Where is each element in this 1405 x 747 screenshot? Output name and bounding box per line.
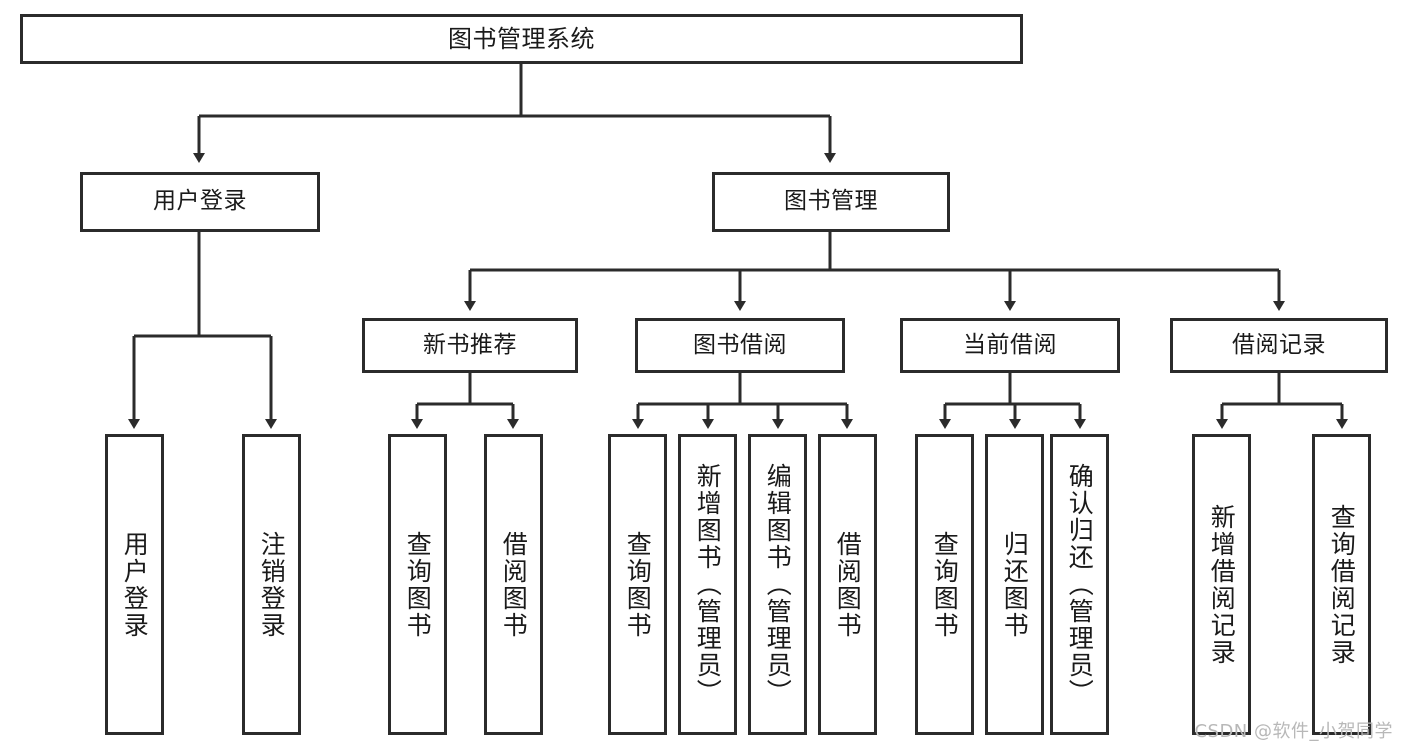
leaf-user-login-signout[interactable]: 注销登录 [242, 434, 301, 735]
leaf-label: 查询图书 [403, 530, 433, 639]
leaf-current-query-book[interactable]: 查询图书 [915, 434, 974, 735]
node-book-borrow[interactable]: 图书借阅 [635, 318, 845, 373]
leaf-borrow-borrow-book[interactable]: 借阅图书 [818, 434, 877, 735]
node-new-book-recommend[interactable]: 新书推荐 [362, 318, 578, 373]
node-user-login[interactable]: 用户登录 [80, 172, 320, 232]
node-label: 新书推荐 [423, 331, 517, 358]
leaf-borrow-add-book-admin[interactable]: 新增图书（管理员） [678, 434, 737, 735]
leaf-current-confirm-return-admin[interactable]: 确认归还（管理员） [1050, 434, 1109, 735]
node-book-management[interactable]: 图书管理 [712, 172, 950, 232]
leaf-label: 借阅图书 [833, 530, 863, 639]
leaf-label: 用户登录 [120, 530, 150, 639]
leaf-label: 注销登录 [257, 530, 287, 639]
leaf-borrow-query-book[interactable]: 查询图书 [608, 434, 667, 735]
leaf-new-book-borrow[interactable]: 借阅图书 [484, 434, 543, 735]
node-label: 图书借阅 [693, 331, 787, 358]
leaf-label: 查询借阅记录 [1327, 503, 1357, 666]
leaf-label: 确认归还（管理员） [1065, 463, 1095, 706]
leaf-label: 借阅图书 [499, 530, 529, 639]
node-label: 当前借阅 [963, 331, 1057, 358]
leaf-label: 查询图书 [623, 530, 653, 639]
node-current-borrow[interactable]: 当前借阅 [900, 318, 1120, 373]
node-label: 借阅记录 [1232, 331, 1326, 358]
node-book-management-system[interactable]: 图书管理系统 [20, 14, 1023, 64]
leaf-label: 新增借阅记录 [1207, 503, 1237, 666]
leaf-label: 新增图书（管理员） [693, 463, 723, 706]
leaf-current-return-book[interactable]: 归还图书 [985, 434, 1044, 735]
node-label: 图书管理系统 [448, 24, 595, 53]
leaf-borrow-edit-book-admin[interactable]: 编辑图书（管理员） [748, 434, 807, 735]
leaf-label: 归还图书 [1000, 530, 1030, 639]
leaf-record-add-record[interactable]: 新增借阅记录 [1192, 434, 1251, 735]
leaf-label: 查询图书 [930, 530, 960, 639]
leaf-record-query-record[interactable]: 查询借阅记录 [1312, 434, 1371, 735]
node-borrow-record[interactable]: 借阅记录 [1170, 318, 1388, 373]
leaf-new-book-query[interactable]: 查询图书 [388, 434, 447, 735]
leaf-label: 编辑图书（管理员） [763, 463, 793, 706]
leaf-user-login-signin[interactable]: 用户登录 [105, 434, 164, 735]
node-label: 用户登录 [153, 188, 247, 215]
node-label: 图书管理 [784, 188, 878, 215]
